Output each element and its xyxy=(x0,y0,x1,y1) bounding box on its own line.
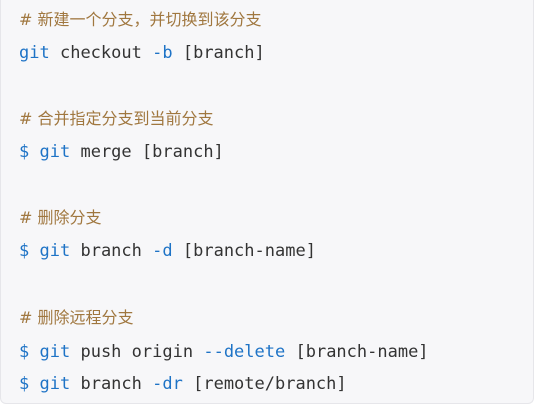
code-line-push-delete: $ git push origin --delete [branch-name] xyxy=(19,340,429,364)
remote-origin: origin xyxy=(131,342,194,362)
command-git: git xyxy=(19,43,50,63)
prompt-symbol: $ xyxy=(19,342,30,362)
code-line-branch-dr: $ git branch -dr [remote/branch] xyxy=(19,372,347,396)
prompt-symbol: $ xyxy=(19,374,30,394)
subcommand-merge: merge xyxy=(80,142,132,162)
flag-delete: --delete xyxy=(203,342,286,362)
flag-b: -b xyxy=(152,43,173,63)
flag-d: -d xyxy=(152,241,173,261)
code-comment-delete-branch: # 删除分支 xyxy=(19,208,102,227)
subcommand-branch: branch xyxy=(80,241,142,261)
argument-branch-name: [branch-name] xyxy=(295,342,429,362)
argument-remote-branch: [remote/branch] xyxy=(193,374,347,394)
code-comment-create-branch: # 新建一个分支，并切换到该分支 xyxy=(19,10,262,29)
prompt-symbol: $ xyxy=(19,241,30,261)
code-comment-merge-branch: # 合并指定分支到当前分支 xyxy=(19,109,214,128)
flag-dr: -dr xyxy=(152,374,183,394)
code-comment-delete-remote-branch: # 删除远程分支 xyxy=(19,308,134,327)
argument-branch: [branch] xyxy=(182,43,265,63)
code-line-merge: $ git merge [branch] xyxy=(19,140,224,164)
subcommand-branch: branch xyxy=(80,374,142,394)
command-git: git xyxy=(39,374,71,394)
code-line-checkout: git checkout -b [branch] xyxy=(19,41,265,65)
subcommand-push: push xyxy=(80,342,122,362)
subcommand-checkout: checkout xyxy=(59,43,142,63)
command-git: git xyxy=(39,142,71,162)
command-git: git xyxy=(39,342,71,362)
prompt-symbol: $ xyxy=(19,142,30,162)
command-git: git xyxy=(39,241,71,261)
argument-branch-name: [branch-name] xyxy=(182,241,316,261)
code-line-delete-branch: $ git branch -d [branch-name] xyxy=(19,239,316,263)
argument-branch: [branch] xyxy=(141,142,224,162)
